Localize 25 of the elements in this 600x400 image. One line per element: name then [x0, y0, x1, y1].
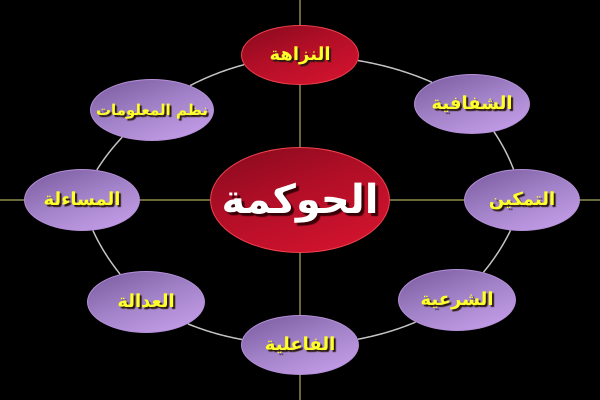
node-label: الفاعلية — [264, 334, 336, 356]
node-label: الشفافية — [431, 93, 512, 115]
node-label: التمكين — [488, 189, 556, 211]
axis-line — [390, 199, 464, 201]
axis-line — [299, 0, 301, 25]
axis-line — [580, 199, 600, 201]
ring-line — [190, 64, 244, 86]
node-label: العدالة — [117, 291, 175, 313]
node-label: نظم المعلومات — [96, 101, 208, 119]
ring-line — [358, 321, 416, 340]
node-label: النزاهة — [269, 44, 331, 66]
ring-line — [493, 131, 514, 170]
ring-line — [482, 230, 512, 273]
axis-line — [299, 375, 301, 400]
ring-line — [92, 230, 121, 275]
ring-line — [96, 136, 123, 170]
axis-line — [0, 199, 24, 201]
ring-line — [188, 323, 242, 340]
node-label: المساءلة — [44, 189, 120, 211]
node-label: الحوكمة — [222, 176, 378, 224]
ring-line — [358, 60, 432, 83]
axis-line — [299, 85, 301, 147]
node-label: الشرعية — [420, 289, 494, 311]
axis-line — [140, 199, 210, 201]
axis-line — [299, 253, 301, 315]
